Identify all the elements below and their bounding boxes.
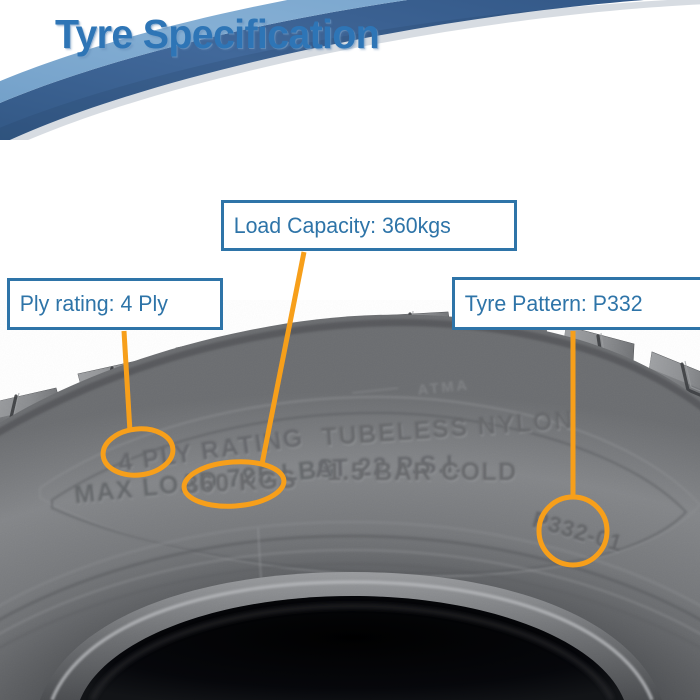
swoosh-dark-band xyxy=(0,0,645,140)
callout-label-tyre-pattern: Tyre Pattern: P332 xyxy=(464,290,643,316)
header-swoosh xyxy=(0,0,700,140)
photo-grain xyxy=(0,300,700,700)
swoosh-light-band xyxy=(0,0,408,104)
callout-box-tyre-pattern[interactable]: Tyre Pattern: P332 xyxy=(452,277,700,330)
callout-box-load-capacity[interactable]: Load Capacity: 360kgs xyxy=(221,200,517,251)
header-banner: Tyre Specification xyxy=(0,0,700,140)
callout-box-ply-rating[interactable]: Ply rating: 4 Ply xyxy=(7,278,223,330)
callout-label-ply-rating: Ply rating: 4 Ply xyxy=(19,291,168,316)
tyre-photograph: ATMA 4 PLY RATING 4 PLY RATING TUBELESS … xyxy=(0,300,700,700)
page-title: Tyre Specification xyxy=(55,11,380,57)
callout-label-load-capacity: Load Capacity: 360kgs xyxy=(233,212,451,238)
